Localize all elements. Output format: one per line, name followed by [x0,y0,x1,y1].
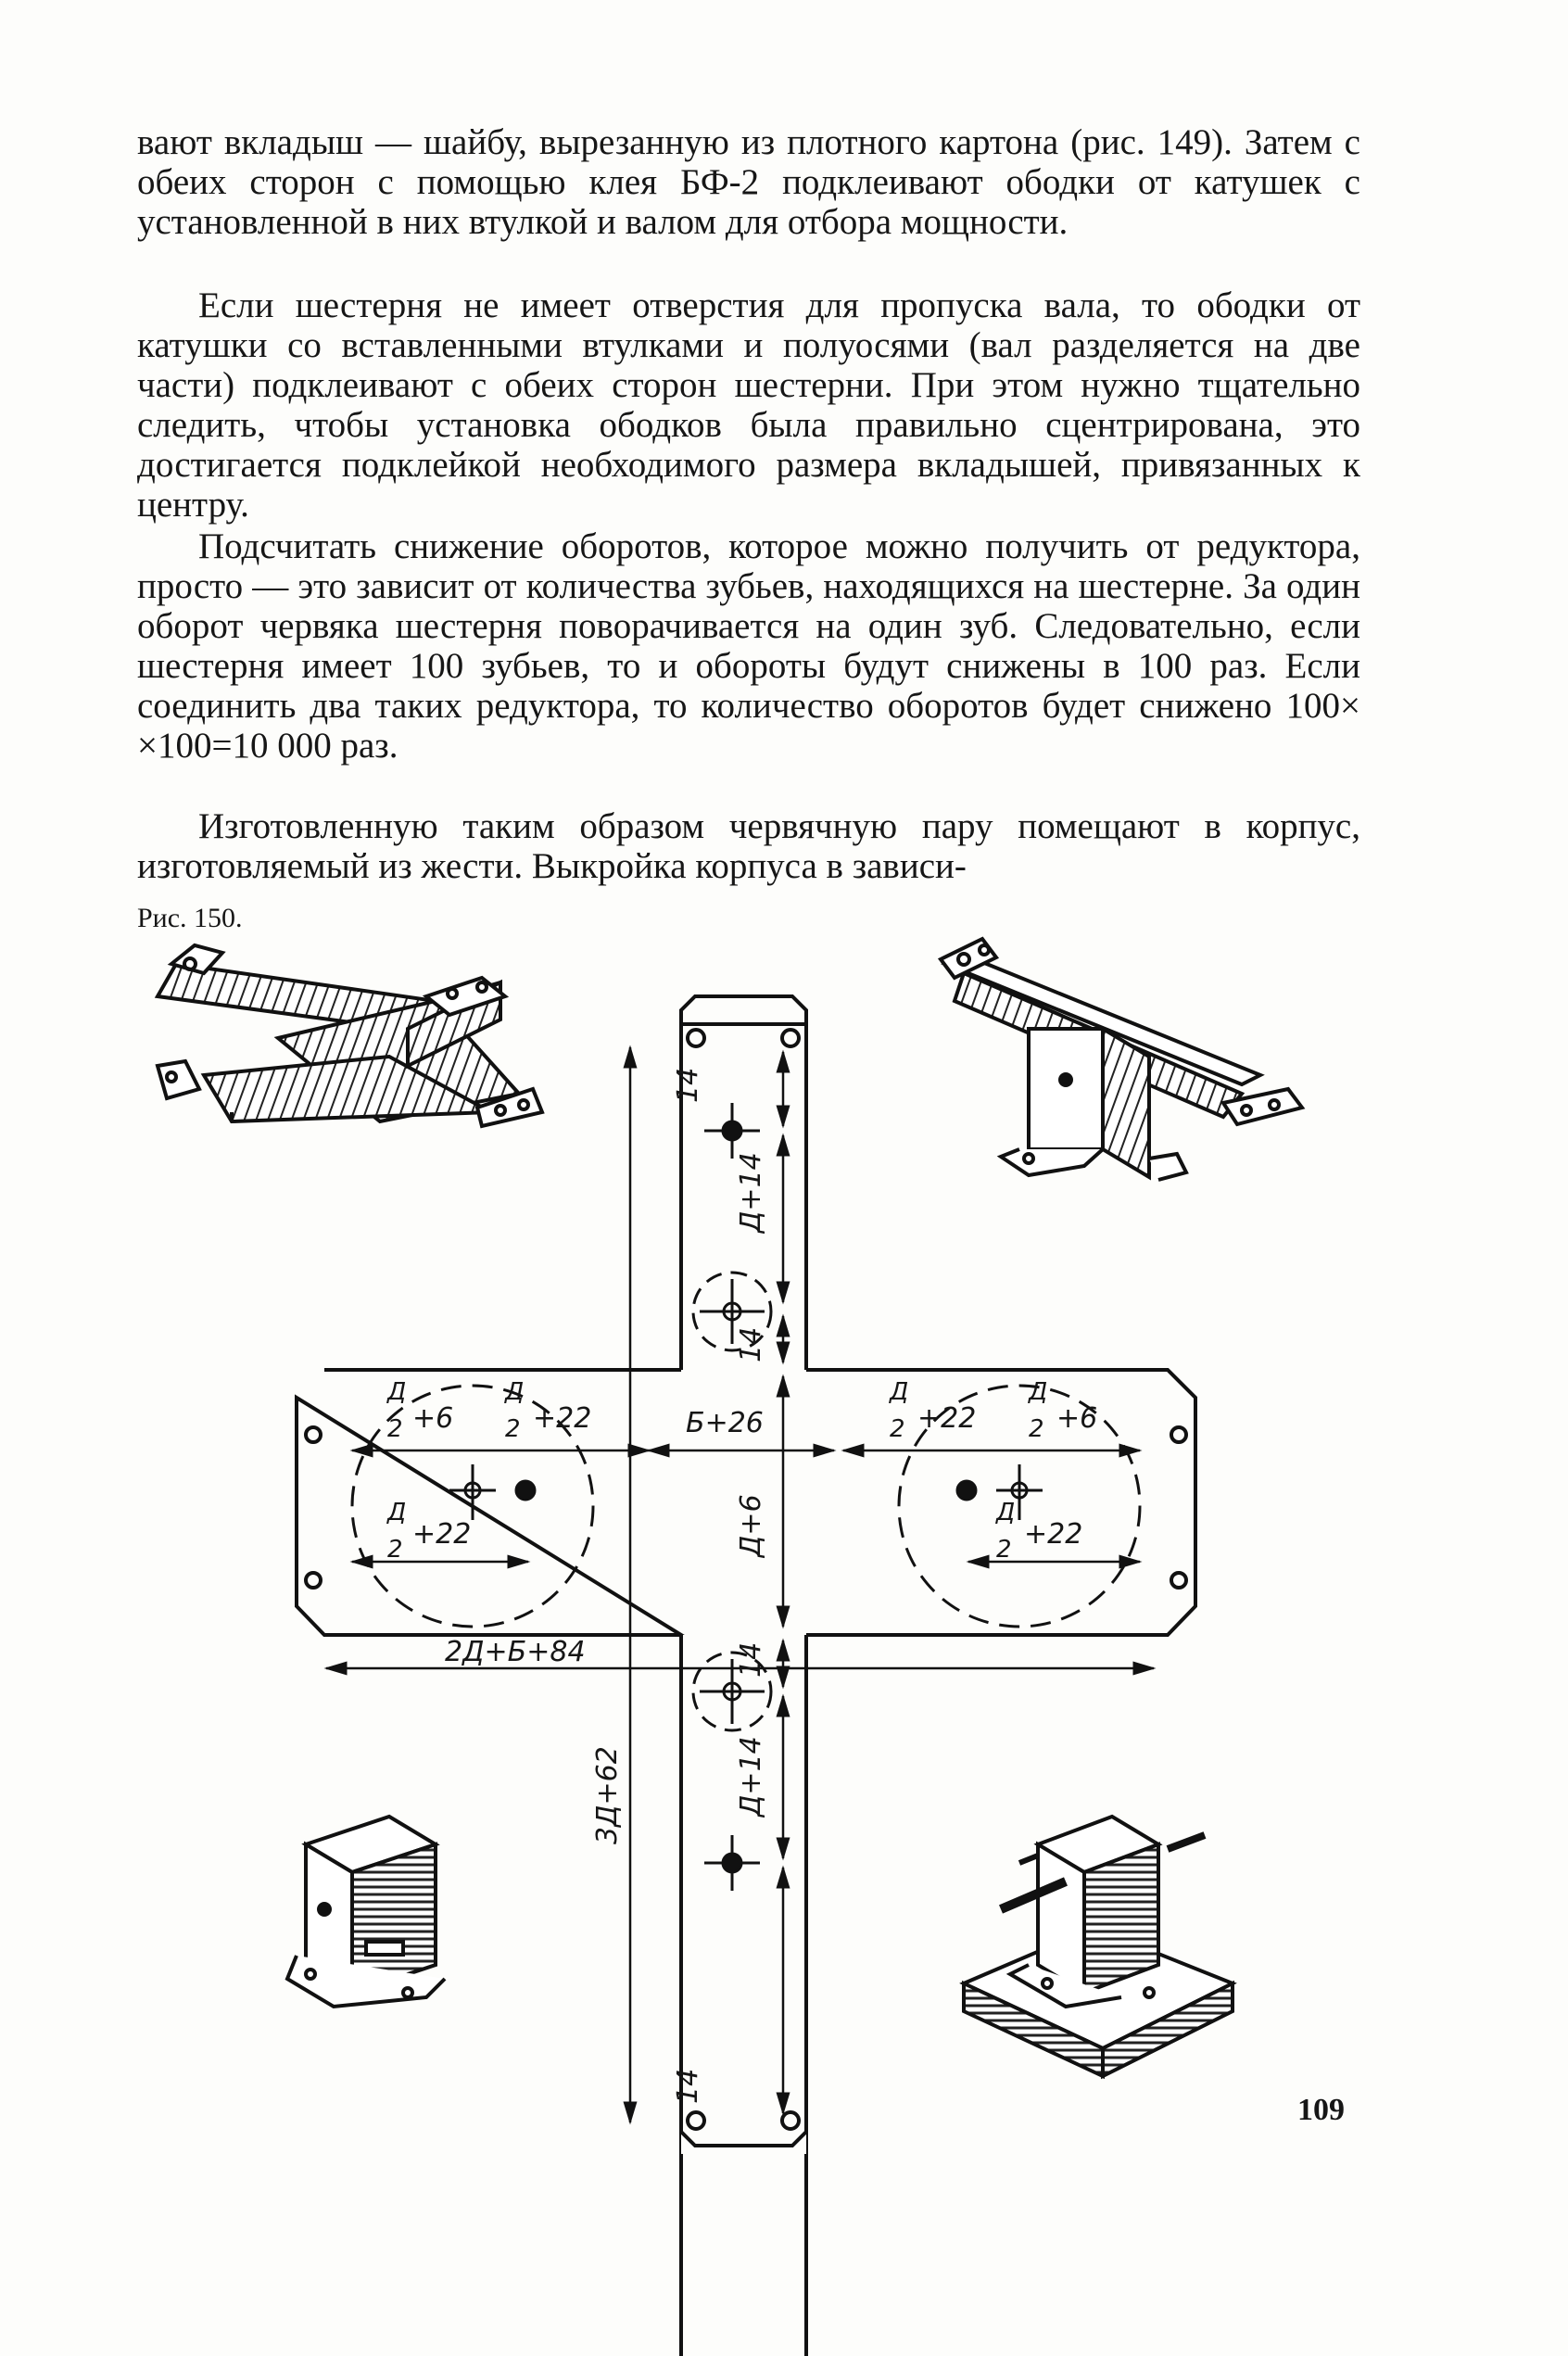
dim-small-14-bottom: 14 [735,1642,767,1678]
frac-num-5: Д [1028,1378,1047,1406]
paragraph-4: Изготовленную таким образом червячную па… [137,806,1360,886]
frac-num-4: Д [889,1378,908,1406]
dim-d2-plus-6-left: +6 [412,1402,453,1435]
paragraph-1: вают вкладыш — шайбу, вырезанную из плот… [137,122,1360,242]
page-number: 109 [1297,2093,1345,2127]
dim-d-plus-14-top: Д+14 [735,1152,767,1235]
dim-d-plus-6: Д+6 [735,1494,767,1559]
dim-small-14-top: 14 [735,1327,767,1362]
housing-on-base-sketch [959,1814,1237,2080]
bridge-bracket-sketch [937,936,1306,1182]
dim-d2-plus-22-left: +22 [533,1402,591,1435]
frac-num-6: Д [995,1499,1015,1526]
dim-bottom-14: 14 [672,2069,704,2104]
bearing-circles [350,1271,1142,1732]
dim-total-height: 3Д+62 [591,1746,624,1844]
figure-caption: Рис. 150. [137,903,243,933]
hole-centers [449,1103,1043,1891]
dim-d2-plus-6-right: +6 [1056,1402,1097,1435]
dim-total-width: 2Д+Б+84 [445,1636,586,1668]
frac-den-3: 2 [387,1536,403,1564]
dim-d-plus-14-bottom: Д+14 [735,1736,767,1818]
dim-d2-plus-22-right: +22 [917,1402,976,1435]
dim-d2-plus-22-left-low: +22 [412,1518,471,1551]
dimension-lines [323,1045,1157,2125]
dim-b-plus-26: Б+26 [686,1407,764,1439]
dim-top-14: 14 [672,1068,704,1103]
paragraph-3: Подсчитать снижение оборотов, которое мо… [137,526,1360,766]
frac-num-2: Д [504,1378,524,1406]
frac-den-6: 2 [996,1536,1012,1564]
cross-bracket-sketch [154,943,545,1129]
frac-den-5: 2 [1029,1415,1044,1443]
frac-num-3: Д [386,1499,406,1526]
frac-den-1: 2 [387,1415,403,1443]
dim-d2-plus-22-right-low: +22 [1024,1518,1082,1551]
housing-assembled-sketch [285,1814,447,2009]
paragraph-2: Если шестерня не имеет отверстия для про… [137,285,1360,525]
frac-den-4: 2 [890,1415,905,1443]
frac-den-2: 2 [505,1415,521,1443]
frac-num-1: Д [386,1378,406,1406]
